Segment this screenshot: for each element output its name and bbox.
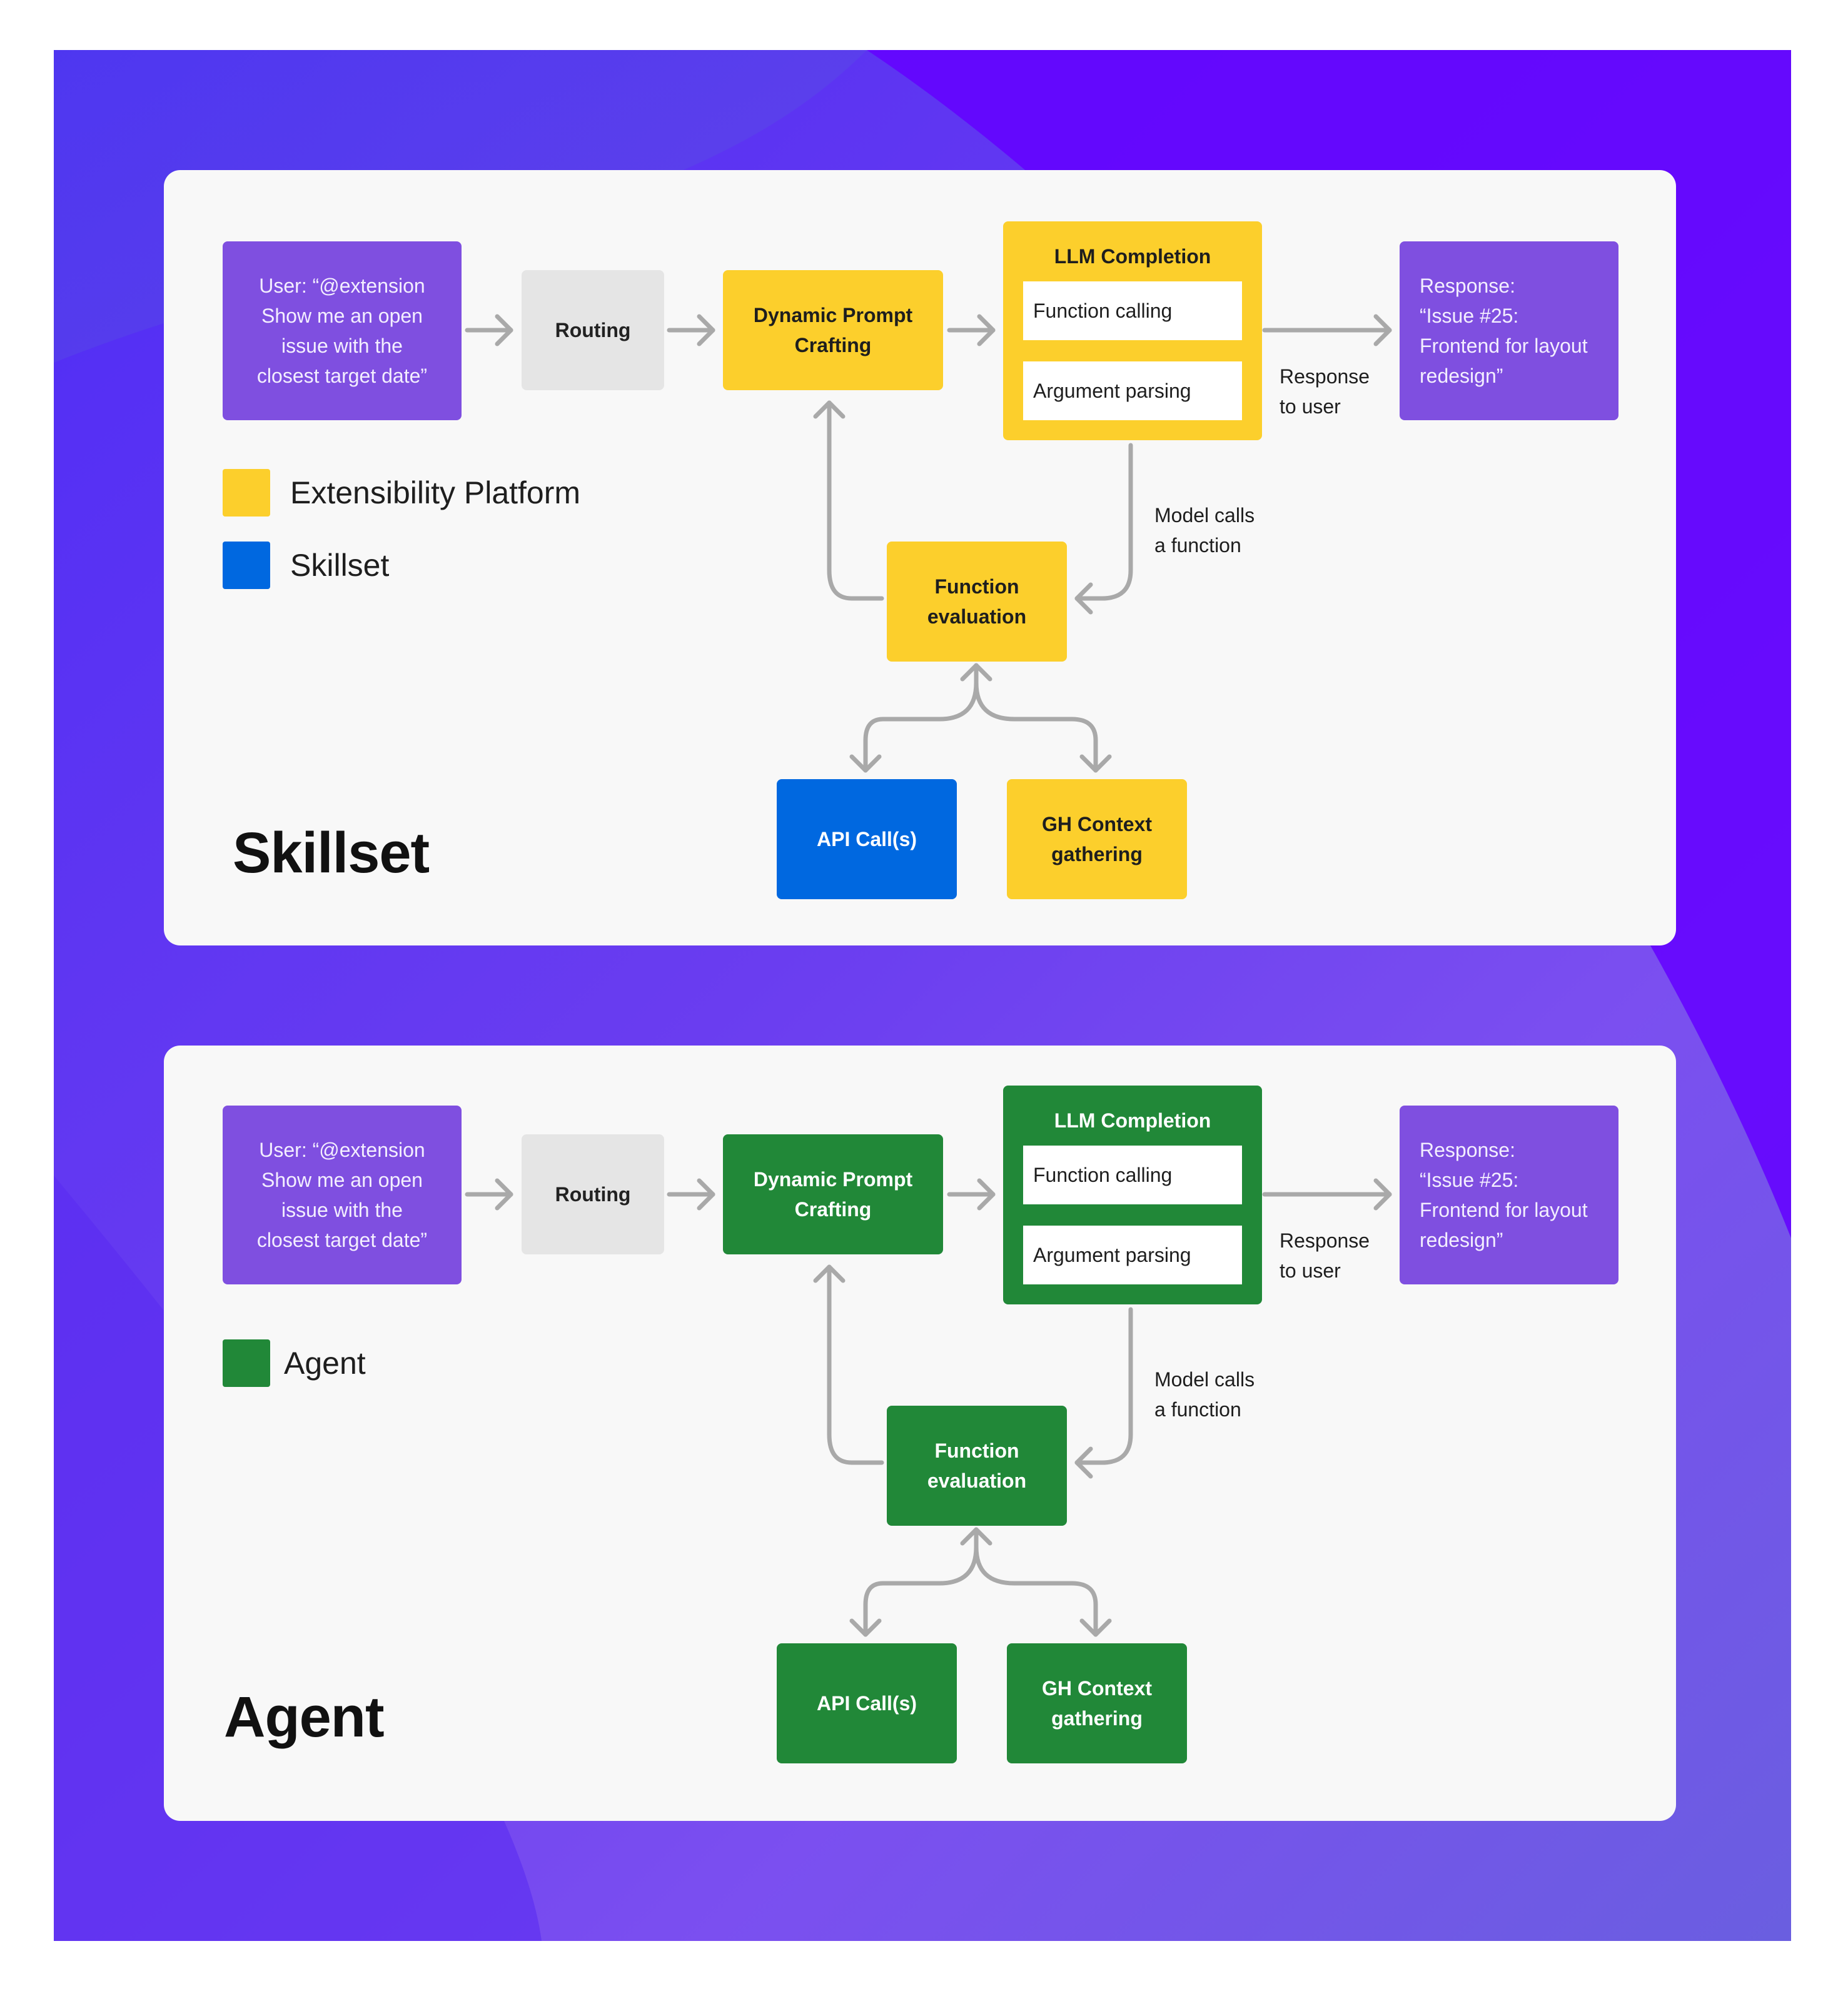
routing-box: Routing bbox=[522, 270, 664, 390]
panel-title-agent: Agent bbox=[224, 1685, 385, 1749]
legend-label-skillset: Skillset bbox=[290, 548, 390, 583]
llm-completion-box: LLM Completion Function calling Argument… bbox=[1003, 1086, 1262, 1304]
model-calls-label: Model calls a function bbox=[1154, 1368, 1255, 1421]
function-calling-item: Function calling bbox=[1023, 1146, 1242, 1204]
model-calls-label: Model calls a function bbox=[1154, 504, 1255, 557]
response-box: Response: “Issue #25: Frontend for layou… bbox=[1400, 1106, 1618, 1284]
api-calls-box: API Call(s) bbox=[777, 779, 957, 899]
response-to-user-label: Response to user bbox=[1280, 1229, 1370, 1282]
llm-completion-title: LLM Completion bbox=[1054, 1109, 1211, 1132]
llm-completion-title: LLM Completion bbox=[1054, 245, 1211, 268]
dynamic-prompt-crafting-box: Dynamic Prompt Crafting bbox=[723, 270, 943, 390]
legend-label-agent: Agent bbox=[284, 1346, 366, 1381]
api-calls-box: API Call(s) bbox=[777, 1643, 957, 1763]
function-evaluation-box: Function evaluation bbox=[887, 542, 1067, 662]
legend-swatch-extensibility bbox=[223, 469, 270, 517]
function-calling-item: Function calling bbox=[1023, 281, 1242, 340]
function-evaluation-box: Function evaluation bbox=[887, 1406, 1067, 1526]
user-query-box: User: “@extension Show me an open issue … bbox=[223, 241, 462, 420]
dynamic-prompt-crafting-box: Dynamic Prompt Crafting bbox=[723, 1134, 943, 1254]
skillset-panel: User: “@extension Show me an open issue … bbox=[164, 170, 1676, 945]
agent-panel: User: “@extension Show me an open issue … bbox=[164, 1046, 1676, 1821]
legend-swatch-agent bbox=[223, 1339, 270, 1387]
legend-swatch-skillset bbox=[223, 542, 270, 589]
legend-label-extensibility: Extensibility Platform bbox=[290, 475, 581, 510]
gh-context-box: GH Context gathering bbox=[1007, 1643, 1187, 1763]
gh-context-box: GH Context gathering bbox=[1007, 779, 1187, 899]
llm-completion-box: LLM Completion Function calling Argument… bbox=[1003, 221, 1262, 440]
argument-parsing-item: Argument parsing bbox=[1023, 361, 1242, 420]
routing-box: Routing bbox=[522, 1134, 664, 1254]
response-to-user-label: Response to user bbox=[1280, 365, 1370, 418]
user-query-box: User: “@extension Show me an open issue … bbox=[223, 1106, 462, 1284]
panel-title-skillset: Skillset bbox=[233, 821, 430, 885]
argument-parsing-item: Argument parsing bbox=[1023, 1226, 1242, 1284]
response-box: Response: “Issue #25: Frontend for layou… bbox=[1400, 241, 1618, 420]
